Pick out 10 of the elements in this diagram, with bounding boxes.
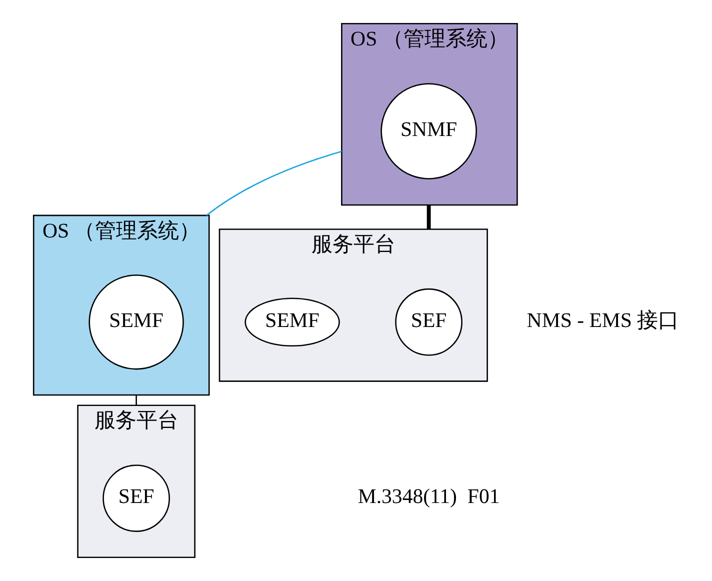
- node-circle: SNMF: [380, 83, 477, 180]
- label: NMS - EMS 接口: [526, 309, 680, 332]
- label: M.3348(11) F01: [358, 485, 500, 508]
- node-circle: SEF: [102, 464, 170, 532]
- connector: [136, 395, 137, 406]
- connector: [206, 150, 342, 216]
- node-circle: SEF: [395, 288, 462, 356]
- connector: [426, 205, 431, 230]
- node-circle: SEMF: [88, 274, 184, 370]
- node-ellipse: SEMF: [244, 298, 340, 347]
